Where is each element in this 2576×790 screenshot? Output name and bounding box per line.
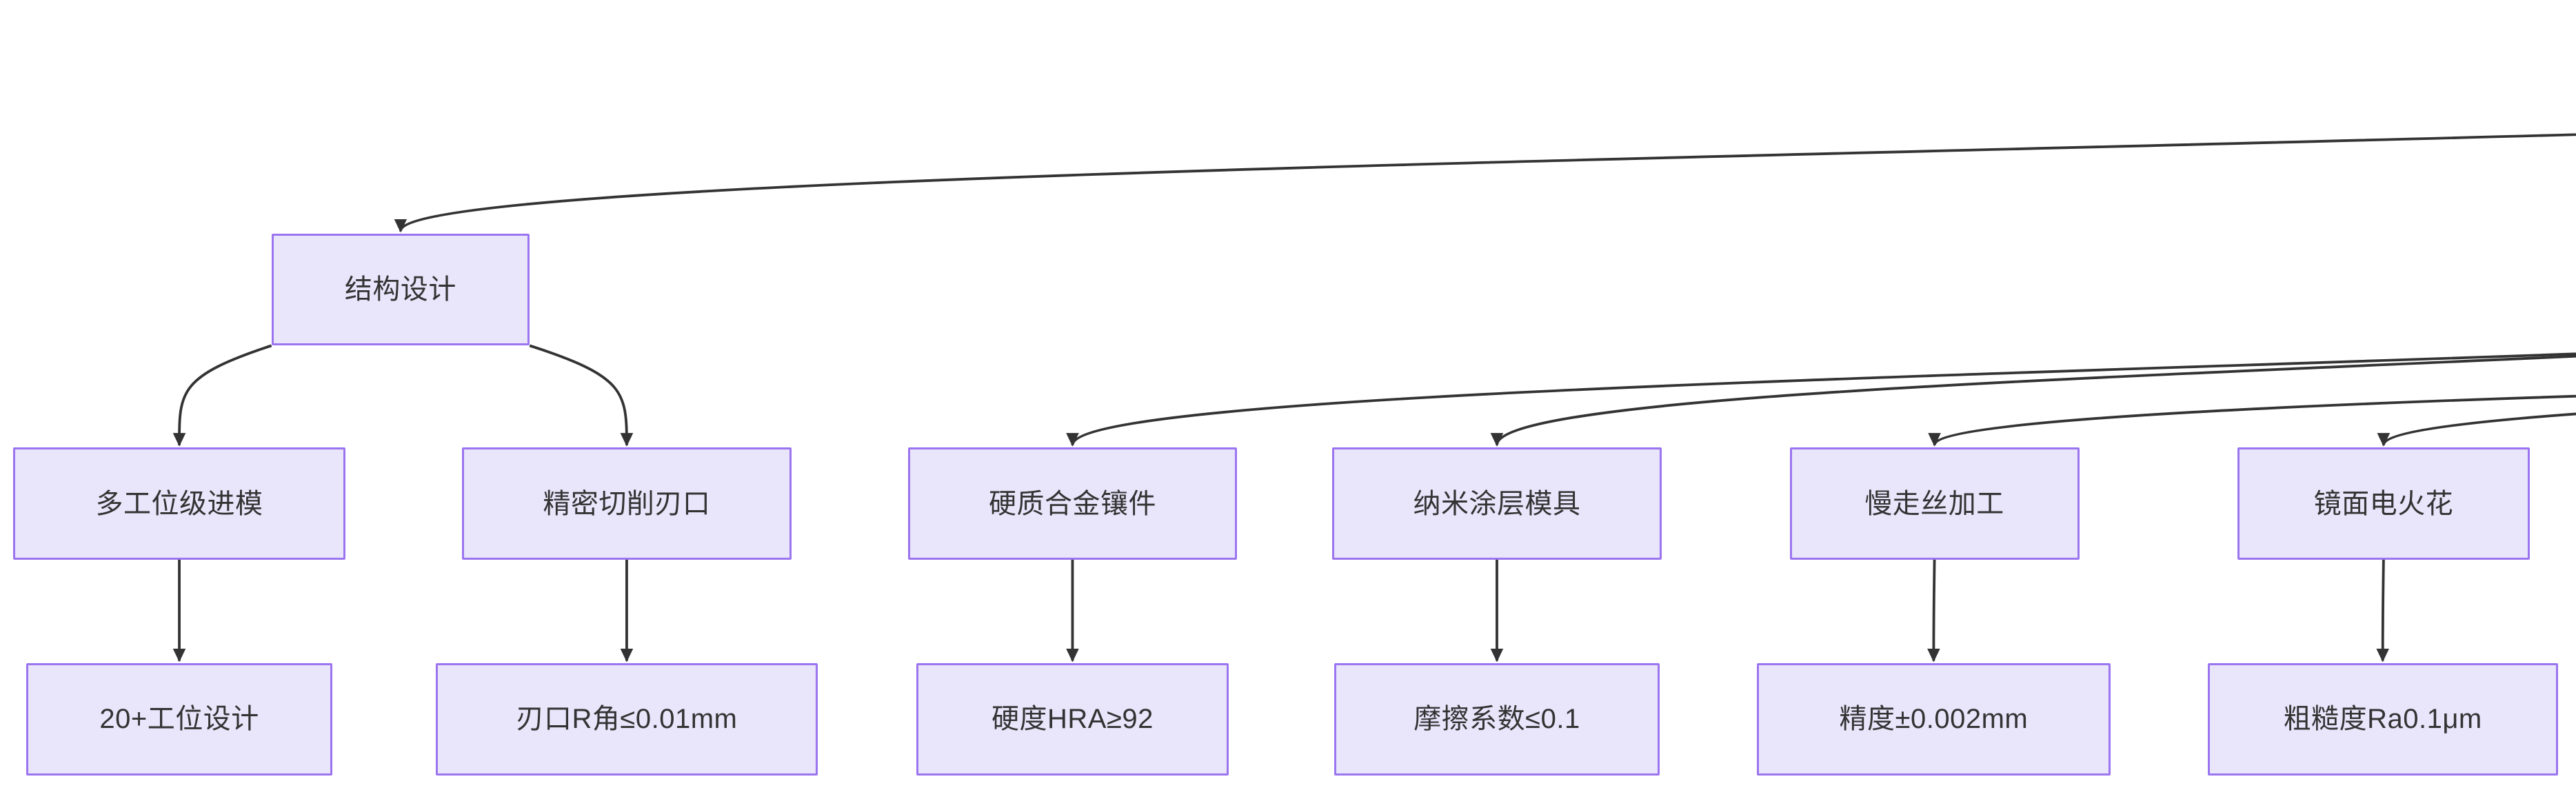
flow-node-label: 慢走丝加工 (1864, 488, 2004, 519)
flow-node-l4b[interactable]: 刃口R角≤0.01mm (436, 663, 818, 776)
flow-node-l4c[interactable]: 硬度HRA≥92 (916, 663, 1229, 776)
flow-edge-l3f-to-l4f (2376, 559, 2389, 662)
flow-node-label: 刃口R角≤0.01mm (516, 704, 738, 735)
flow-node-l3f[interactable]: 镜面电火花 (2237, 447, 2530, 560)
flow-node-label: 多工位级进模 (95, 488, 263, 519)
flow-node-label: 摩擦系数≤0.1 (1413, 704, 1580, 735)
flow-edge-l2a-to-l3a (172, 344, 272, 447)
flow-node-l4e[interactable]: 精度±0.002mm (1756, 663, 2111, 776)
flow-edge-l2a-to-l3b (529, 344, 634, 447)
flow-edge-root-to-l2a (394, 133, 2576, 233)
flow-edge-l2c-to-l3e (1928, 394, 2576, 447)
flow-node-l3a[interactable]: 多工位级进模 (13, 447, 345, 560)
flow-edge-l2c-to-l3f (2377, 412, 2576, 447)
flow-node-label: 粗糙度Ra0.1μm (2283, 704, 2482, 735)
flow-node-l4f[interactable]: 粗糙度Ra0.1μm (2207, 663, 2558, 776)
flow-node-l4a[interactable]: 20+工位设计 (26, 663, 332, 776)
flow-node-l3d[interactable]: 纳米涂层模具 (1332, 447, 1662, 560)
flow-node-label: 精度±0.002mm (1839, 704, 2029, 735)
flow-node-l3c[interactable]: 硬质合金镶件 (907, 447, 1238, 560)
flow-edge-l3e-to-l4e (1927, 559, 1940, 662)
flow-node-label: 20+工位设计 (99, 704, 259, 735)
flow-node-label: 硬质合金镶件 (988, 488, 1156, 519)
flow-node-l2a[interactable]: 结构设计 (271, 234, 530, 346)
flow-node-label: 结构设计 (344, 274, 456, 305)
flow-node-label: 精密切削刃口 (543, 488, 711, 519)
flow-node-l3b[interactable]: 精密切削刃口 (462, 447, 792, 560)
flow-node-label: 镜面电火花 (2313, 488, 2454, 519)
flow-node-label: 纳米涂层模具 (1413, 488, 1581, 519)
flow-node-l4d[interactable]: 摩擦系数≤0.1 (1334, 663, 1660, 776)
flow-node-l3e[interactable]: 慢走丝加工 (1789, 447, 2080, 560)
flow-edge-l2b-to-l3c (1066, 352, 2576, 447)
flow-node-label: 硬度HRA≥92 (992, 704, 1154, 735)
flow-edge-l2b-to-l3d (1490, 354, 2576, 447)
